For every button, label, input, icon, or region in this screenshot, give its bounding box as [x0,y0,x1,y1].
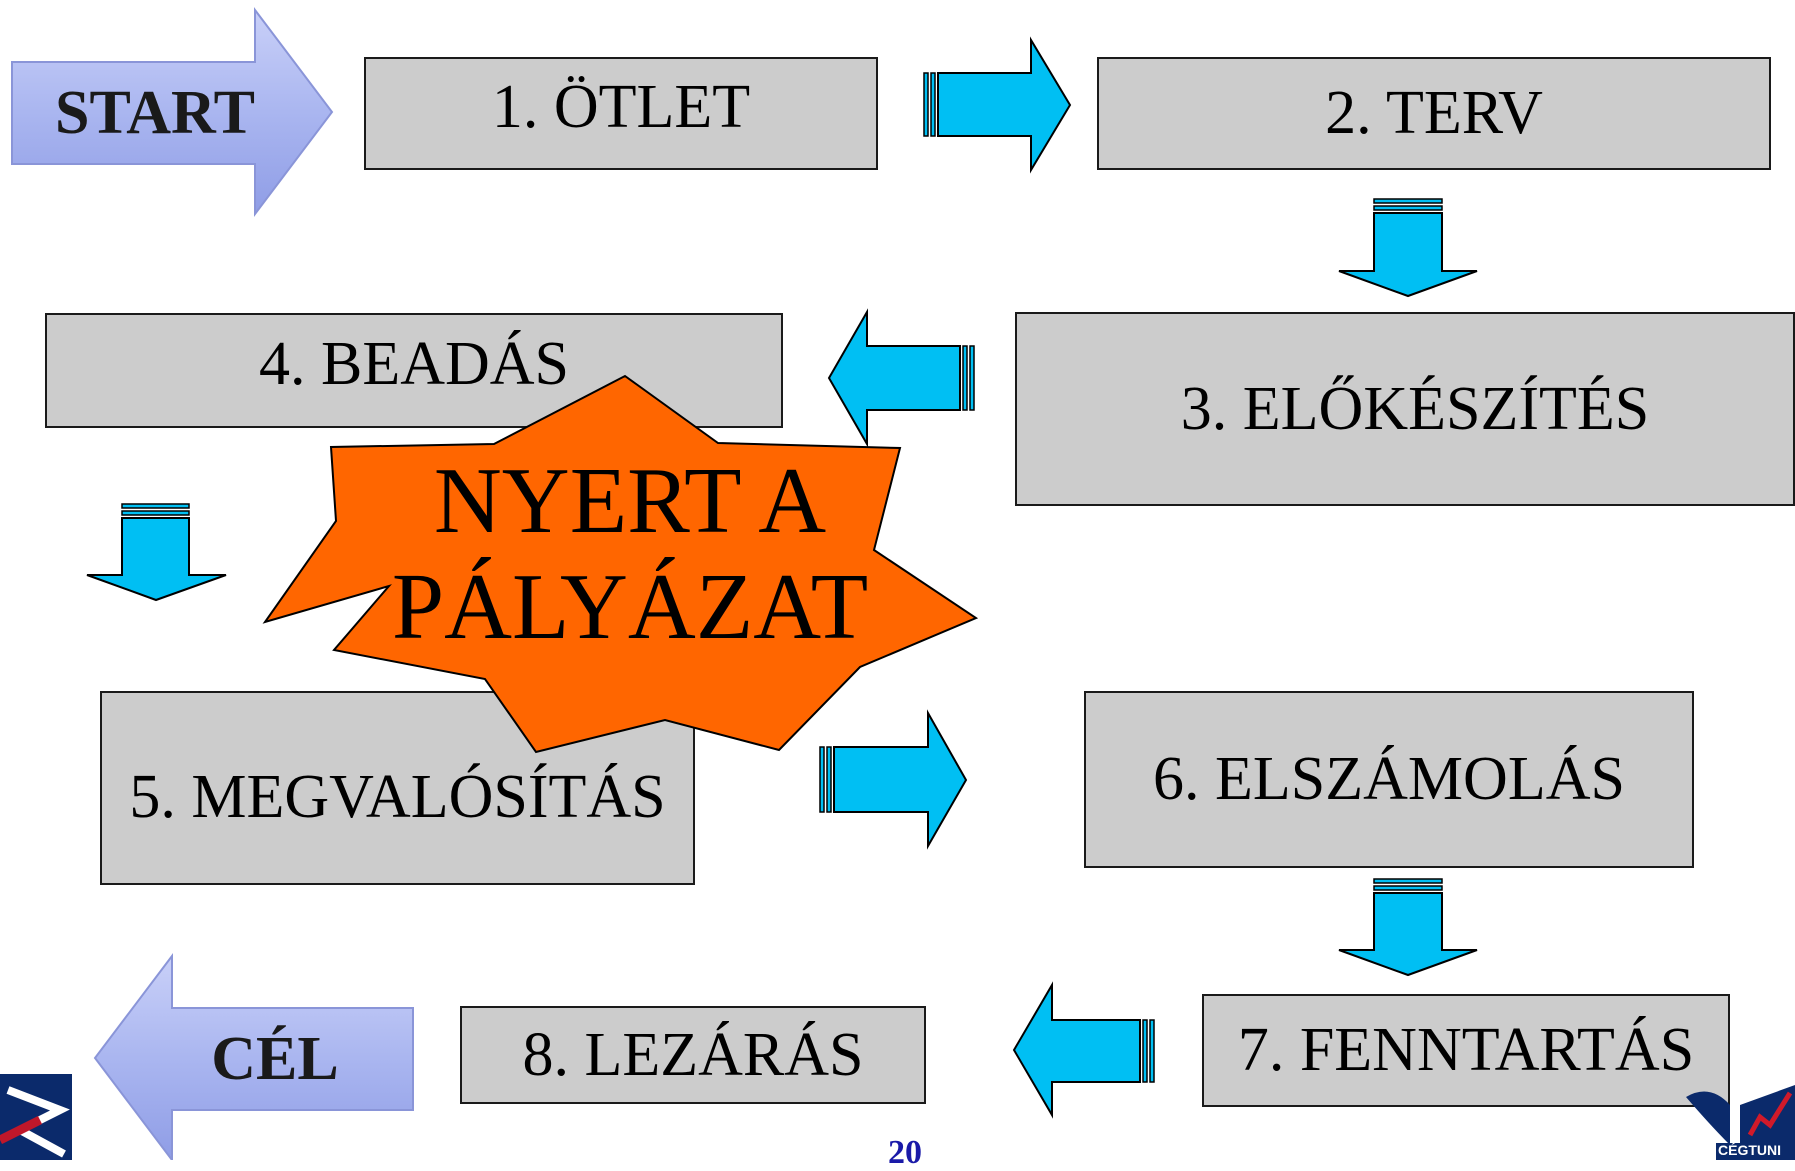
step-5-label: 5. MEGVALÓSÍTÁS [129,762,666,831]
step-6-label: 6. ELSZÁMOLÁS [1153,745,1625,813]
goal-arrow [93,953,414,1160]
step-1-box: 1. ÖTLET [364,57,878,170]
step-3-box: 3. ELŐKÉSZÍTÉS [1015,312,1795,506]
step-2-box: 2. TERV [1097,57,1771,170]
arrow-down-icon [1338,878,1478,977]
arrow-down-icon [1338,198,1478,298]
step-8-box: 8. LEZÁRÁS [460,1006,926,1104]
start-arrow [11,7,334,217]
step-8-label: 8. LEZÁRÁS [522,1020,864,1089]
arrow-down-icon [86,503,227,602]
star-line-2: PÁLYÁZAT [391,555,869,659]
step-6-box: 6. ELSZÁMOLÁS [1084,691,1694,868]
step-5-box: 5. MEGVALÓSÍTÁS [100,691,695,885]
arrow-right-icon [923,36,1072,174]
start-label: START [55,79,255,147]
star-line-1: NYERT A [433,449,827,553]
arrow-left-icon [827,308,975,448]
star-text: NYERT A PÁLYÁZAT [330,448,930,660]
left-logo-icon [0,1074,72,1160]
right-logo-icon [1686,1085,1795,1160]
right-logo-text: CÉGTUNI [1718,1142,1781,1158]
goal-label: CÉL [211,1025,339,1093]
step-1-label: 1. ÖTLET [491,73,751,141]
page-number: 20 [888,1134,922,1171]
step-7-label: 7. FENNTARTÁS [1237,1016,1695,1084]
step-2-label: 2. TERV [1325,79,1543,147]
step-4-box: 4. BEADÁS [45,313,783,428]
step-3-label: 3. ELŐKÉSZÍTÉS [1180,374,1650,443]
arrow-left-icon [1012,981,1155,1119]
step-7-box: 7. FENNTARTÁS [1202,994,1730,1107]
step-4-label: 4. BEADÁS [258,330,570,398]
arrow-right-icon [819,709,968,850]
